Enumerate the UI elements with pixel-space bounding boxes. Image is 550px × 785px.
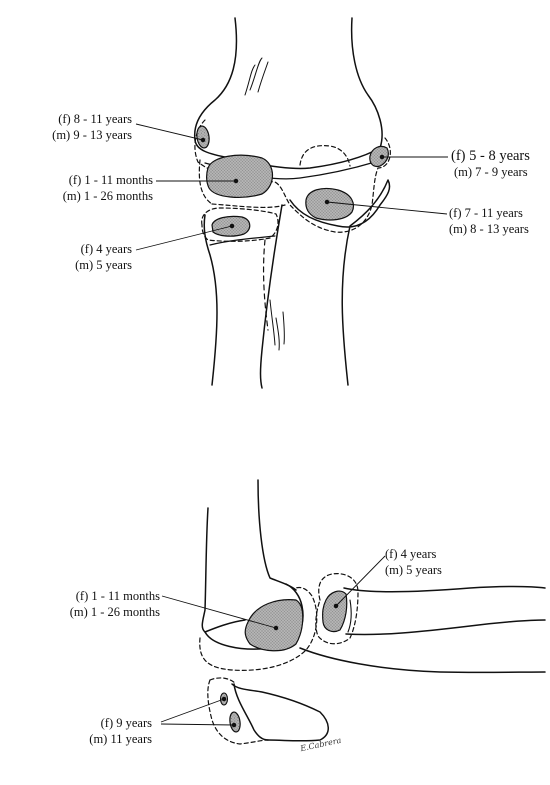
label-male-age: (m) 11 years xyxy=(89,732,152,746)
label-radial-head: (f) 4 years (m) 5 years xyxy=(30,241,132,273)
olecranon-centre-lower xyxy=(229,711,241,733)
medial-epicondyle-centre xyxy=(196,125,210,149)
lateral-capitellum-centre xyxy=(244,599,304,652)
label-medial-epicondyle: (f) 8 - 11 years (m) 9 - 13 years xyxy=(18,111,132,143)
lateral-radial-head-centre xyxy=(322,590,348,633)
leader-lines xyxy=(135,123,448,728)
lateral-radius-outline xyxy=(343,585,546,593)
label-trochlea: (f) 7 - 11 years (m) 8 - 13 years xyxy=(449,205,529,237)
label-male-age: (m) 5 years xyxy=(385,563,442,577)
label-female-age: (f) 9 years xyxy=(100,716,152,730)
label-male-age: (m) 7 - 9 years xyxy=(454,165,528,179)
label-female-age: (f) 4 years xyxy=(385,547,437,561)
anterior-elbow-view xyxy=(193,17,391,389)
trochlea-centre xyxy=(305,187,355,221)
label-female-age: (f) 4 years xyxy=(80,242,132,256)
label-male-age: (m) 1 - 26 months xyxy=(69,605,160,619)
capitellum-centre xyxy=(206,154,274,198)
lateral-humerus-outline xyxy=(201,507,246,633)
label-male-age: (m) 5 years xyxy=(75,258,132,272)
label-female-age: (f) 1 - 11 months xyxy=(68,173,153,187)
label-male-age: (m) 1 - 26 months xyxy=(62,189,153,203)
ulna-outline xyxy=(289,179,391,386)
label-lateral-capitellum: (f) 1 - 11 months (m) 1 - 26 months xyxy=(10,588,160,620)
label-olecranon: (f) 9 years (m) 11 years xyxy=(40,715,152,747)
label-male-age: (m) 8 - 13 years xyxy=(449,222,529,236)
lateral-ulna-outline xyxy=(299,647,546,674)
lateral-epicondyle-centre xyxy=(369,145,389,168)
label-female-age: (f) 8 - 11 years xyxy=(58,112,132,126)
humerus-outline xyxy=(193,17,383,170)
label-female-age: (f) 7 - 11 years xyxy=(449,206,523,220)
label-lateral-epicondyle: (f) 5 - 8 years (m) 7 - 9 years xyxy=(451,148,530,180)
label-capitellum: (f) 1 - 11 months (m) 1 - 26 months xyxy=(12,172,153,204)
lateral-elbow-view xyxy=(199,479,546,745)
label-male-age: (m) 9 - 13 years xyxy=(52,128,132,142)
radius-outline xyxy=(203,214,218,386)
label-female-age: (f) 1 - 11 months xyxy=(75,589,160,603)
label-female-age: (f) 5 - 8 years xyxy=(451,148,530,164)
label-lateral-radial-head: (f) 4 years (m) 5 years xyxy=(385,546,442,578)
